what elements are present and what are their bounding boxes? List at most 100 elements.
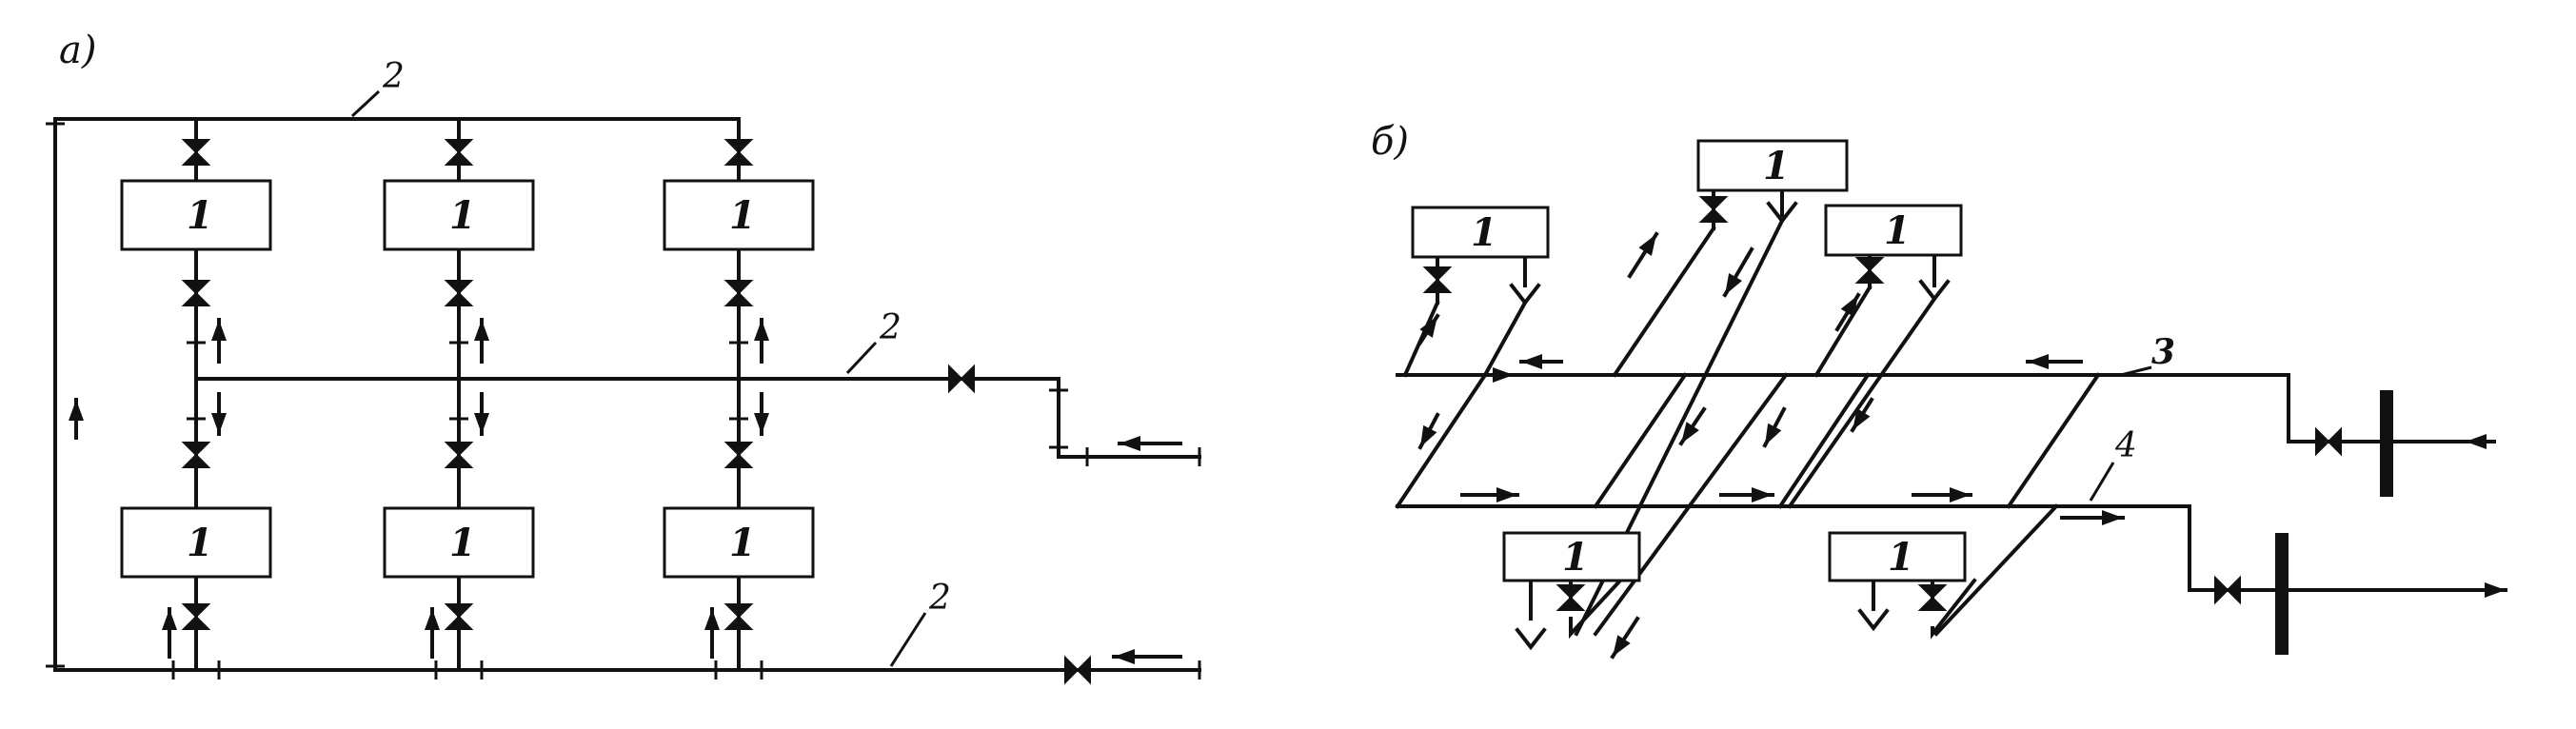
- flow-arrow-head: [2102, 510, 2123, 525]
- valve-icon: [723, 603, 754, 619]
- unit-label: 1: [1888, 535, 1914, 580]
- panel-b-units: 1 1 1 1 1: [1411, 139, 1967, 582]
- unit-box: [120, 506, 272, 579]
- valve-icon: [444, 603, 474, 619]
- valve-icon: [1698, 196, 1729, 211]
- valve-icon: [181, 139, 211, 154]
- flow-arrow-head: [2028, 354, 2049, 369]
- branch-pipe: [1813, 285, 1873, 378]
- cross-pipe: [1593, 372, 1688, 509]
- flow-arrow-head: [754, 413, 769, 434]
- unit-label: 1: [1763, 144, 1790, 188]
- drain-funnel-icon: [1918, 279, 1951, 303]
- flow-arrow-head: [704, 609, 720, 630]
- valve-icon: [444, 280, 474, 295]
- flow-arrow-head: [1114, 649, 1135, 664]
- cross-pipe: [1777, 372, 1871, 509]
- drain-funnel-icon: [1766, 201, 1798, 225]
- supply-loop-pipe: [53, 117, 741, 672]
- unit-box: [383, 179, 535, 251]
- flow-arrow-head: [1493, 367, 1514, 383]
- valve-icon: [1917, 596, 1948, 611]
- flow-arrow-head: [69, 400, 84, 421]
- valve-icon: [1076, 655, 1091, 685]
- unit-box: [1696, 139, 1849, 192]
- valve-icon: [444, 453, 474, 468]
- valve-icon: [181, 442, 211, 457]
- pipe-label-2-bottom: 2: [928, 579, 951, 618]
- cross-pipe: [2006, 372, 2101, 509]
- unit-label: 1: [449, 521, 476, 565]
- valve-icon: [444, 442, 474, 457]
- flow-arrow-head: [211, 413, 227, 434]
- valve-icon: [1064, 655, 1080, 685]
- unit-box: [383, 506, 535, 579]
- wall-hatch-bottom: [2275, 533, 2289, 655]
- cross-pipe: [1933, 503, 2059, 637]
- valve-icon: [444, 139, 474, 154]
- valve-icon: [723, 139, 754, 154]
- unit-label: 1: [729, 193, 756, 238]
- flow-arrow-head: [474, 413, 489, 434]
- unit-label: 1: [187, 193, 213, 238]
- cross-pipe-long: [1593, 372, 1789, 637]
- flow-arrow-head: [1853, 408, 1871, 430]
- flow-arrow-head: [2466, 434, 2487, 449]
- unit-box: [1828, 531, 1967, 582]
- valve-icon: [2214, 575, 2229, 605]
- valve-icon: [948, 364, 963, 394]
- panel-a-arrows: [69, 318, 1182, 664]
- drain-funnel-icon: [1509, 283, 1541, 306]
- pipe-label-3: 3: [2151, 332, 2175, 372]
- branch-pipe: [1612, 226, 1716, 378]
- drain-funnel-icon: [1857, 608, 1890, 632]
- panel-b-label: б): [1371, 120, 1409, 164]
- unit-label: 1: [1471, 210, 1497, 255]
- flow-arrow-head: [425, 609, 440, 630]
- flow-arrow-head: [162, 609, 177, 630]
- valve-icon: [1917, 584, 1948, 600]
- unit-box: [663, 179, 815, 251]
- unit-box: [1824, 204, 1963, 257]
- panel-b-valves: [1422, 196, 2342, 611]
- valve-icon: [1854, 268, 1885, 284]
- flow-arrow-head: [1420, 424, 1437, 447]
- valve-icon: [2315, 426, 2330, 457]
- flow-arrow-head: [1638, 234, 1656, 256]
- unit-box: [1502, 531, 1641, 582]
- valve-icon: [960, 364, 975, 394]
- flow-arrow-head: [1840, 295, 1858, 317]
- panel-b-funnels: [1509, 201, 1951, 651]
- inlet-pipe: [1045, 377, 1201, 459]
- flow-arrow-head: [1419, 316, 1437, 338]
- flow-arrow-head: [1613, 635, 1631, 657]
- valve-icon: [181, 615, 211, 630]
- unit-box: [1411, 206, 1550, 259]
- valve-icon: [444, 150, 474, 166]
- valve-icon: [723, 150, 754, 166]
- valve-icon: [1422, 266, 1453, 282]
- valve-icon: [181, 291, 211, 306]
- unit-box: [663, 506, 815, 579]
- valve-icon: [723, 442, 754, 457]
- unit-box: [120, 179, 272, 251]
- valve-icon: [723, 280, 754, 295]
- drain-funnel-icon: [1515, 627, 1547, 651]
- return-outlet: [2188, 504, 2496, 592]
- flow-arrow-head: [754, 320, 769, 341]
- unit-label: 1: [729, 521, 756, 565]
- valve-icon: [2226, 575, 2241, 605]
- drain-pipe: [1482, 300, 1528, 378]
- unit-label: 1: [1562, 535, 1589, 580]
- unit-label: 1: [1884, 208, 1911, 253]
- flow-arrow-head: [1496, 487, 1517, 502]
- pipe-label-2-leaders: [350, 89, 927, 667]
- valve-icon: [723, 291, 754, 306]
- cross-pipe: [1395, 372, 1488, 509]
- valve-icon: [1854, 257, 1885, 272]
- valve-icon: [723, 453, 754, 468]
- panel-b-arrows: [1417, 231, 2507, 660]
